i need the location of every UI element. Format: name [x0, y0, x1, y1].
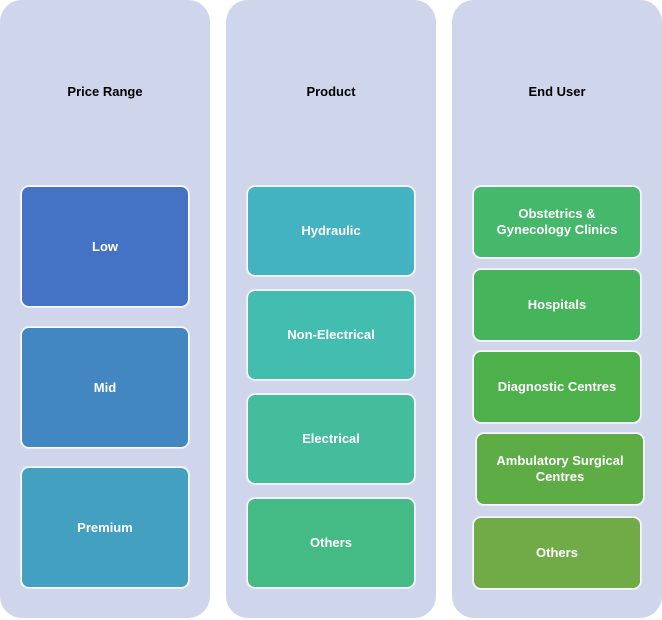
end-user-obgyn-box: Obstetrics & Gynecology Clinics — [473, 186, 641, 258]
end-user-ambulatory-label: Ambulatory Surgical Centres — [496, 453, 624, 484]
product-hydraulic-label: Hydraulic — [301, 223, 361, 238]
product-column: Product Hydraulic Non-Electrical Electri… — [226, 0, 436, 618]
end-user-ambulatory-box: Ambulatory Surgical Centres — [476, 433, 644, 505]
price-range-title: Price Range — [67, 84, 143, 99]
price-low-label: Low — [92, 238, 118, 254]
end-user-hospitals-label: Hospitals — [527, 297, 587, 312]
end-user-title: End User — [528, 84, 586, 99]
product-others-label: Others — [310, 535, 352, 550]
product-others-box: Others — [247, 498, 415, 588]
price-premium-label: Premium — [77, 519, 133, 535]
end-user-others-box: Others — [473, 517, 641, 589]
product-hydraulic-box: Hydraulic — [247, 186, 415, 276]
product-electrical-box: Electrical — [247, 394, 415, 484]
product-electrical-label: Electrical — [302, 431, 360, 446]
end-user-column: End User Obstetrics & Gynecology Clinics… — [452, 0, 662, 618]
end-user-obgyn-label: Obstetrics & Gynecology Clinics — [496, 206, 618, 237]
price-mid-label: Mid — [93, 379, 117, 395]
product-title: Product — [306, 84, 356, 99]
end-user-diagnostic-box: Diagnostic Centres — [473, 351, 641, 423]
price-low-box: Low — [21, 186, 189, 307]
product-non-electrical-label: Non-Electrical — [287, 327, 375, 342]
end-user-diagnostic-label: Diagnostic Centres — [497, 379, 617, 394]
end-user-hospitals-box: Hospitals — [473, 269, 641, 341]
price-premium-box: Premium — [21, 467, 189, 588]
price-range-column: Price Range Low Mid Premium — [0, 0, 210, 618]
end-user-others-label: Others — [536, 545, 578, 560]
price-mid-box: Mid — [21, 327, 189, 448]
product-non-electrical-box: Non-Electrical — [247, 290, 415, 380]
